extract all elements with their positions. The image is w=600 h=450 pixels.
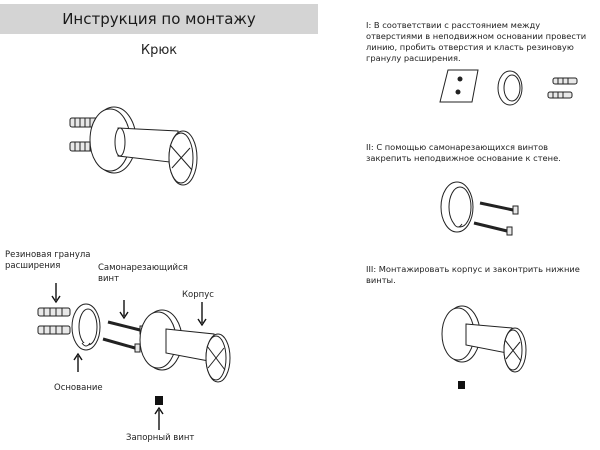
step-3-text: III: Монтажировать корпус и законтрить н… bbox=[366, 264, 580, 285]
locking-screw-label: Запорный винт bbox=[126, 433, 195, 443]
hook-assembled-illustration bbox=[69, 106, 198, 186]
body-label: Корпус bbox=[182, 290, 214, 300]
step-1-text: I: В соответствии с расстоянием между от… bbox=[366, 20, 587, 63]
base-label: Основание bbox=[54, 383, 103, 393]
step-2-illustration bbox=[440, 181, 519, 236]
rubber-granule-label: Резиновая гранула расширения bbox=[5, 250, 91, 271]
step-2-text: II: С помощью самонарезающихся винтов за… bbox=[366, 142, 561, 163]
title-bar bbox=[0, 4, 318, 34]
page-title: Инструкция по монтажу bbox=[62, 10, 256, 28]
exploded-view-illustration bbox=[37, 283, 231, 430]
step-3-illustration bbox=[441, 305, 527, 389]
product-name: Крюк bbox=[140, 43, 178, 58]
self-tapping-screw-label: Самонарезающийся винт bbox=[98, 263, 188, 284]
step-1-illustration bbox=[439, 69, 578, 106]
